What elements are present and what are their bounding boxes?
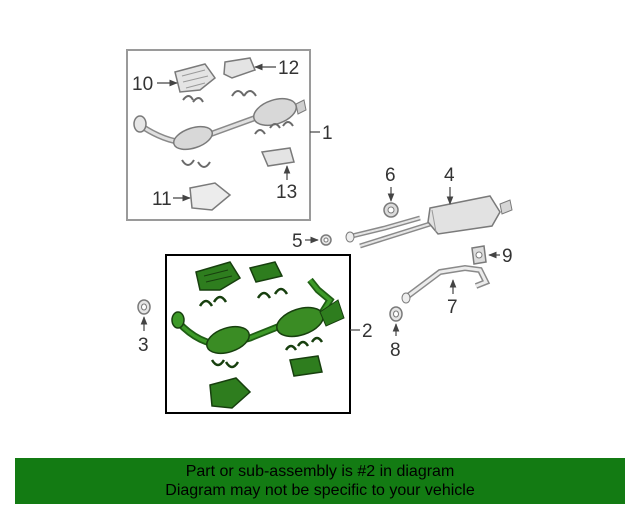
- assembly-2-converter-front: [206, 325, 250, 355]
- banner-line-1: Part or sub-assembly is #2 in diagram: [185, 463, 455, 480]
- callout-12: 12: [278, 58, 299, 79]
- callout-1: 1: [322, 123, 333, 144]
- heat-shield-13: [260, 147, 295, 167]
- part-8-gasket[interactable]: [389, 306, 403, 322]
- banner-line-2: Diagram may not be specific to your vehi…: [165, 482, 475, 499]
- assembly-1-converter-front: [172, 125, 214, 151]
- callout-11: 11: [152, 189, 172, 210]
- callout-8: 8: [390, 340, 401, 361]
- assembly-2-group[interactable]: [165, 254, 351, 414]
- heat-shield-12: [223, 57, 256, 79]
- callout-7: 7: [447, 297, 458, 318]
- callout-4: 4: [444, 165, 455, 186]
- part-5-gasket[interactable]: [320, 234, 332, 246]
- muffler: [427, 195, 501, 235]
- callout-9: 9: [502, 246, 513, 267]
- callout-5: 5: [292, 231, 303, 252]
- assembly-2-heat-shield-d: [209, 377, 252, 409]
- callout-10: 10: [132, 74, 153, 95]
- assembly-1-group[interactable]: [126, 49, 311, 221]
- assembly-2-heat-shield-c: [289, 355, 323, 377]
- part-6-hanger[interactable]: [383, 202, 399, 218]
- heat-shield-11: [189, 182, 232, 211]
- assembly-2-heat-shield-b: [248, 261, 284, 283]
- heat-shield-10: [174, 63, 217, 93]
- callout-6: 6: [385, 165, 396, 186]
- exhaust-parts-diagram: 1 10 12 11 13 2 3: [126, 49, 513, 414]
- callout-3: 3: [138, 335, 149, 356]
- assembly-notice-banner: Part or sub-assembly is #2 in diagram Di…: [15, 458, 625, 504]
- part-4-tail-pipe[interactable]: [345, 195, 513, 249]
- assembly-2-converter-rear: [276, 306, 324, 338]
- callout-13: 13: [276, 182, 297, 203]
- part-3-nut[interactable]: [137, 299, 151, 315]
- assembly-2-heat-shield-a: [195, 261, 242, 291]
- assembly-2-frame: [165, 254, 351, 414]
- part-7-pipe-extension[interactable]: [401, 264, 491, 304]
- part-9-hanger[interactable]: [471, 245, 487, 265]
- callout-2: 2: [362, 321, 373, 342]
- assembly-1-frame: [126, 49, 311, 221]
